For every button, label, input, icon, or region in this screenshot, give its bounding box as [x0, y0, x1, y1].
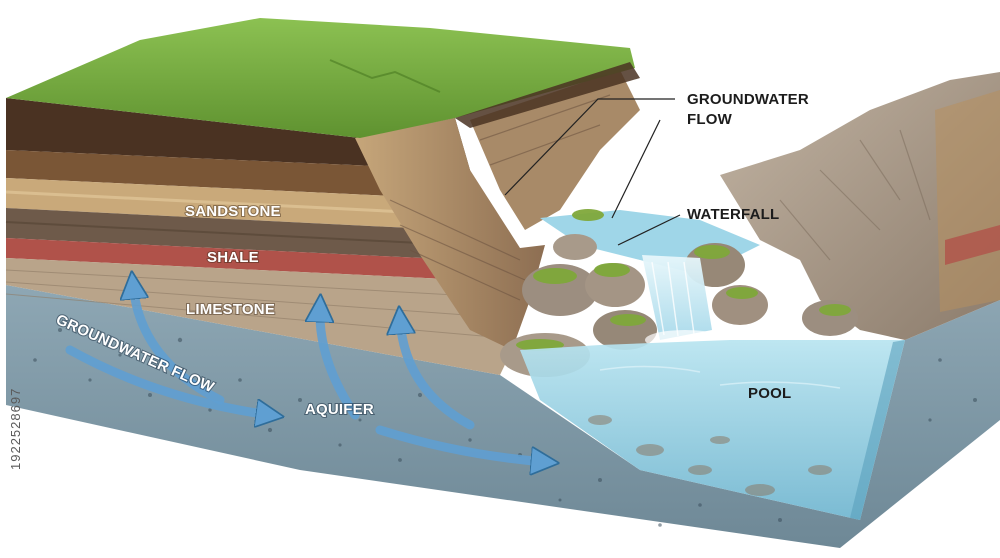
callout-lines — [504, 98, 681, 246]
label-aquifer: AQUIFER — [305, 401, 374, 418]
upflow-arrow-1 — [133, 285, 225, 405]
flow-arrow-bottom — [375, 425, 545, 462]
stock-id: 1922528697 — [8, 388, 23, 470]
flow-arrow-lower — [65, 345, 270, 415]
label-pool: POOL — [748, 385, 791, 402]
rock-wall-right — [720, 72, 1000, 340]
upflow-arrow-3 — [400, 320, 475, 430]
pool — [520, 340, 905, 520]
label-groundwater-flow-line2: FLOW — [687, 111, 733, 128]
grass-surface — [6, 18, 640, 138]
label-limestone: LIMESTONE — [186, 301, 275, 318]
label-waterfall: WATERFALL — [687, 206, 779, 223]
groundwater-arrows — [65, 285, 545, 462]
label-sandstone: SANDSTONE — [185, 203, 281, 220]
upflow-arrow-2 — [320, 308, 360, 420]
label-groundwater-flow-line1: GROUNDWATER — [687, 91, 809, 108]
aquifer-layer — [6, 285, 1000, 548]
label-shale: SHALE — [207, 249, 259, 266]
